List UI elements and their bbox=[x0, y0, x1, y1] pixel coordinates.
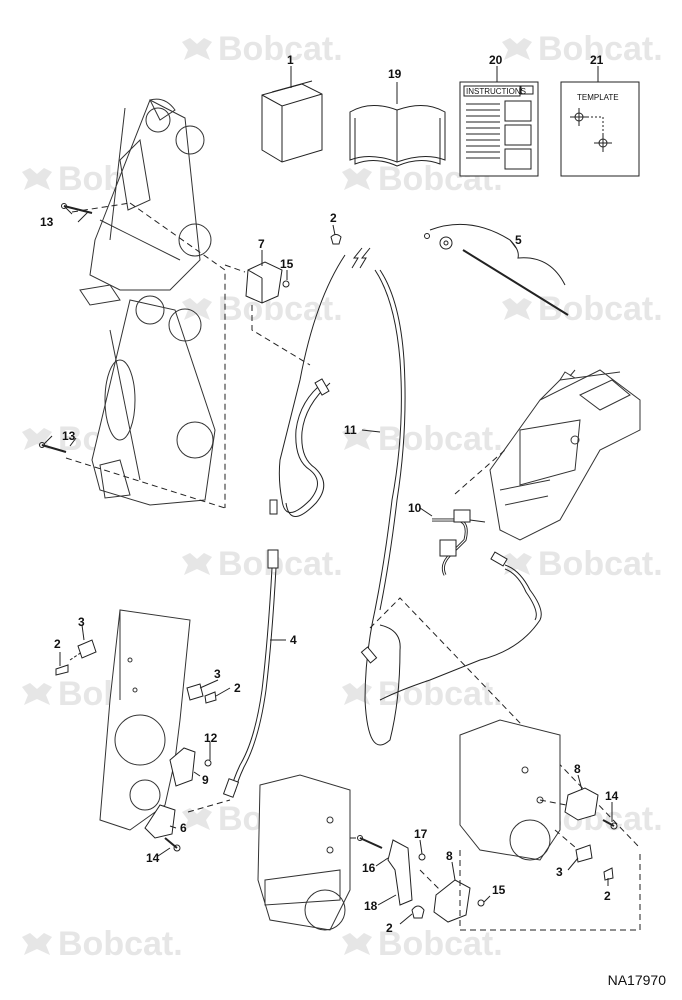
nut-17 bbox=[418, 853, 426, 861]
callout-3-mid: 3 bbox=[214, 667, 221, 681]
harness-10 bbox=[379, 509, 542, 701]
bobcat-logo-icon bbox=[22, 683, 52, 705]
lower-left-bracket bbox=[99, 609, 191, 831]
callout-16: 16 bbox=[362, 861, 376, 875]
callout-10: 10 bbox=[408, 501, 422, 515]
instructions-sheet bbox=[459, 66, 539, 177]
lower-arm-bracket bbox=[91, 295, 216, 506]
callout-14-left: 14 bbox=[146, 851, 160, 865]
drawing-number: NA17970 bbox=[607, 972, 666, 988]
watermark: Bobcat. bbox=[180, 290, 343, 329]
bolt-13a bbox=[61, 203, 93, 214]
template-sheet bbox=[560, 66, 640, 177]
nut-15b bbox=[477, 899, 485, 907]
callout-19: 19 bbox=[388, 67, 402, 81]
callout-4: 4 bbox=[290, 633, 297, 647]
upper-arm-bracket bbox=[79, 98, 212, 306]
template-label: TEMPLATE bbox=[577, 93, 619, 102]
harness-4 bbox=[222, 499, 279, 798]
clip-2b bbox=[55, 664, 69, 676]
callout-21: 21 bbox=[590, 53, 604, 67]
bolt-14b bbox=[602, 819, 618, 830]
bolt-16 bbox=[357, 835, 383, 849]
book-part bbox=[349, 82, 446, 167]
instructions-label: INSTRUCTIONS bbox=[466, 87, 526, 96]
clip-2e bbox=[411, 905, 425, 919]
callout-18: 18 bbox=[364, 899, 378, 913]
callout-2-right: 2 bbox=[604, 889, 611, 903]
callout-9: 9 bbox=[202, 773, 209, 787]
callout-2-mid: 2 bbox=[234, 681, 241, 695]
callout-13-lower: 13 bbox=[62, 429, 76, 443]
callout-3-right: 3 bbox=[556, 865, 563, 879]
antenna-5 bbox=[424, 223, 569, 316]
plate-3b bbox=[186, 683, 204, 701]
plate-3c bbox=[575, 844, 593, 863]
watermark: Bobcat. bbox=[340, 925, 503, 964]
bobcat-logo-icon bbox=[182, 553, 212, 575]
bobcat-logo-icon bbox=[342, 933, 372, 955]
bolt-14a bbox=[164, 837, 181, 852]
callout-8-center: 8 bbox=[446, 849, 453, 863]
watermark: Bobcat. bbox=[500, 30, 663, 69]
callout-11: 11 bbox=[344, 423, 357, 437]
bottom-right-bracket bbox=[459, 719, 561, 861]
bracket-18 bbox=[387, 839, 413, 906]
callout-3-left: 3 bbox=[78, 615, 85, 629]
box-part bbox=[261, 66, 323, 163]
watermark: Bobcat. bbox=[20, 925, 183, 964]
callout-14-right: 14 bbox=[605, 789, 619, 803]
callout-2-top: 2 bbox=[330, 211, 337, 225]
bobcat-logo-icon bbox=[182, 38, 212, 60]
plate-3a bbox=[77, 639, 97, 659]
bobcat-logo-icon bbox=[342, 683, 372, 705]
clip-2d bbox=[603, 867, 614, 881]
callout-1: 1 bbox=[287, 53, 294, 67]
bobcat-logo-icon bbox=[502, 553, 532, 575]
watermark: Bobcat. bbox=[180, 30, 343, 69]
bobcat-logo-icon bbox=[502, 298, 532, 320]
sensor-9 bbox=[169, 747, 196, 787]
callout-15-upper: 15 bbox=[280, 257, 294, 271]
bottom-center-bracket bbox=[257, 774, 351, 931]
callout-5: 5 bbox=[515, 233, 522, 247]
callout-12: 12 bbox=[204, 731, 218, 745]
loader-panel-right bbox=[489, 369, 641, 541]
bobcat-logo-icon bbox=[182, 298, 212, 320]
callout-17: 17 bbox=[414, 827, 428, 841]
callout-20: 20 bbox=[489, 53, 503, 67]
clip-2a bbox=[330, 234, 342, 245]
callout-6: 6 bbox=[180, 821, 187, 835]
callout-2-bottom: 2 bbox=[386, 921, 393, 935]
watermark: Bobcat. bbox=[340, 420, 503, 459]
watermark: Bobcat. bbox=[180, 545, 343, 584]
bobcat-logo-icon bbox=[22, 933, 52, 955]
clip-2c bbox=[204, 691, 217, 704]
bobcat-logo-icon bbox=[502, 38, 532, 60]
callout-8-right: 8 bbox=[574, 762, 581, 776]
bobcat-logo-icon bbox=[22, 168, 52, 190]
callout-13-upper: 13 bbox=[40, 215, 54, 229]
callout-15-lower: 15 bbox=[492, 883, 506, 897]
callout-7: 7 bbox=[258, 237, 265, 251]
harness-11 bbox=[278, 247, 406, 746]
sensor-8b bbox=[433, 879, 471, 923]
sensor-7 bbox=[245, 258, 283, 304]
callout-2-left: 2 bbox=[54, 637, 61, 651]
nut-15a bbox=[282, 280, 290, 288]
bobcat-logo-icon bbox=[342, 428, 372, 450]
bobcat-logo-icon bbox=[342, 168, 372, 190]
bolt-12 bbox=[204, 759, 212, 767]
bobcat-logo-icon bbox=[182, 808, 212, 830]
sensor-8a bbox=[564, 787, 599, 821]
bolt-13b bbox=[39, 442, 67, 453]
sensor-6 bbox=[144, 804, 176, 839]
watermark: Bobcat. bbox=[500, 545, 663, 584]
